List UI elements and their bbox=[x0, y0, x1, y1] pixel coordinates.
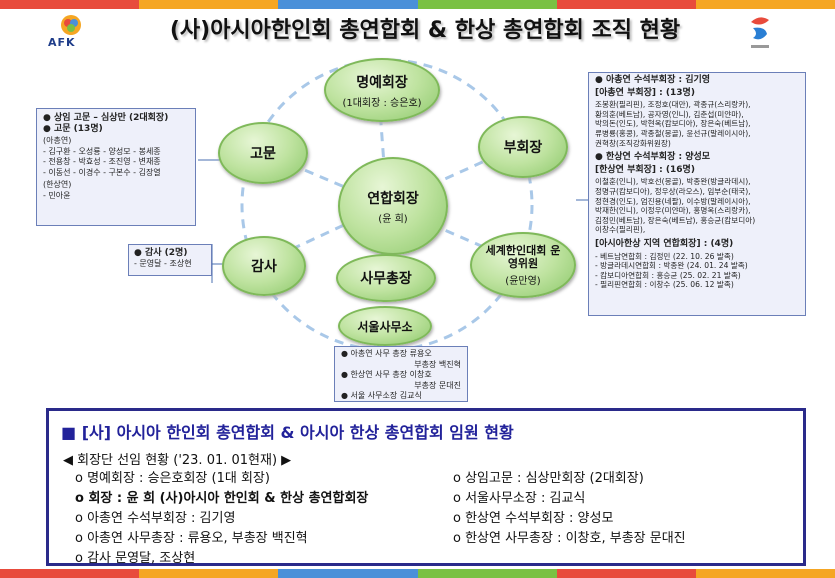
seoul-line: ● 서울 사무소장 김교식 bbox=[341, 391, 422, 400]
hsy-vp-row: 이철훈(인니), 박호선(몽골), 박종완(방글라데시), bbox=[595, 177, 751, 187]
seoul-line: 부총장 백진혁 bbox=[414, 359, 461, 369]
officer-line: o 서울사무소장 : 김교식 bbox=[453, 491, 586, 506]
advisors-line-1: ● 상임 고문 – 심상만 (2대회장) bbox=[43, 113, 169, 123]
advisors-group2-label: (한상연) bbox=[43, 180, 72, 189]
hsy-vp-row: 김정민(베트남), 장은숙(베트남), 홍승균(캄보디아) bbox=[595, 215, 756, 225]
advisors-group1-row: - 전용창 - 박효성 - 조진영 - 변재종 bbox=[43, 157, 161, 166]
node-committee-sub: (윤만영) bbox=[505, 275, 541, 287]
officers-subtitle: ◀ 회장단 선임 현황 ('23. 01. 01현재) ▶ bbox=[63, 453, 292, 468]
bottom-color-bar bbox=[0, 569, 835, 578]
hansang-logo-icon bbox=[751, 17, 769, 48]
officer-line: o 상임고문 : 심상만회장 (2대회장) bbox=[453, 471, 644, 486]
aco-vp-heading: [아총연 부회장] : (13명) bbox=[595, 87, 695, 98]
advisors-group1-label: (아총연) bbox=[43, 136, 72, 145]
regional-list: - 베트남연합회 : 김정민 (22. 10. 26 발족) - 방글라데시연합… bbox=[595, 252, 799, 290]
node-president-sub: (윤 희) bbox=[378, 213, 408, 225]
regional-row: - 베트남연합회 : 김정민 (22. 10. 26 발족) bbox=[595, 251, 734, 261]
page-title: (사)아시아한인회 총연합회 & 한상 총연합회 조직 현황 bbox=[169, 18, 681, 43]
node-advisor: 고문 bbox=[218, 122, 308, 184]
auditor-panel-line: - 문영달 - 조상현 bbox=[134, 258, 192, 268]
advisors-group2-row: - 민아윤 bbox=[43, 190, 71, 200]
regional-heading: [아시아한상 지역 연합회장] : (4명) bbox=[595, 238, 734, 249]
officer-line: o 명예회장 : 승은호회장 (1대 회장) bbox=[75, 471, 270, 486]
advisors-line-2: ● 고문 (13명) bbox=[43, 123, 103, 134]
seoul-line: ● 한상연 사무 총장 이창호 bbox=[341, 370, 432, 379]
hsy-vp-row: 정현경(인도), 엄진용(네팔), 이수방(말레이시아), bbox=[595, 196, 751, 206]
node-vice-title: 부회장 bbox=[503, 140, 543, 156]
regional-row: - 방글라데시연합회 : 박종완 (24. 01. 24 발족) bbox=[595, 261, 748, 271]
officer-line: o 감사 문영달, 조상현 bbox=[75, 551, 196, 566]
vice-presidents-panel: ● 아총연 수석부회장 : 김기영 [아총연 부회장] : (13명) 조봉환(… bbox=[588, 72, 806, 316]
hsy-senior-vp: ● 한상연 수석부회장 : 양성모 bbox=[595, 152, 711, 163]
hsy-vp-row: 박재한(인니), 이정우(미얀마), 홍명옥(스리랑카), bbox=[595, 206, 751, 216]
hsy-vp-heading: [한상연 부회장] : (16명) bbox=[595, 164, 695, 175]
node-secgen-title: 사무총장 bbox=[360, 271, 412, 287]
top-color-bar bbox=[0, 0, 835, 9]
advisors-group1-row: - 김구환 - 오성룡 - 양성모 - 봉세종 bbox=[43, 146, 161, 156]
aco-senior-vp: ● 아총연 수석부회장 : 김기영 bbox=[595, 75, 711, 85]
node-committee-title: 세계한인대회 운영위원 bbox=[485, 243, 561, 270]
seoul-line: 부총장 문대진 bbox=[414, 380, 461, 390]
aco-vp-row: 류병룡(홍콩), 곽종철(몽골), 윤선규(말레이시아), bbox=[595, 128, 751, 138]
node-seoul-title: 서울사무소 bbox=[357, 319, 413, 334]
advisors-group1-row: - 이동선 - 이경수 - 구본수 - 김장열 bbox=[43, 167, 161, 177]
aco-vp-row: 조봉환(필리핀), 조정호(대만), 곽종규(스리랑카), bbox=[595, 100, 751, 110]
aco-vp-row: 박의돈(인도), 박현옥(캄보디아), 장은숙(베트남), bbox=[595, 119, 751, 129]
officer-line: o 회장 : 윤 희 (사)아시아 한인회 & 한상 총연합회장 bbox=[75, 491, 369, 506]
node-auditor: 감사 bbox=[222, 236, 306, 296]
node-committee: 세계한인대회 운영위원 (윤만영) bbox=[470, 232, 576, 298]
officers-box: ■ [사] 아시아 한인회 총연합회 & 아시아 한상 총연합회 임원 현황 ◀… bbox=[46, 408, 806, 566]
aco-vp-names: 조봉환(필리핀), 조정호(대만), 곽종규(스리랑카), 황의훈(베트남), … bbox=[595, 100, 799, 148]
officer-line: o 한상연 수석부회장 : 양성모 bbox=[453, 511, 614, 526]
node-honorary-sub: (1대회장 : 승은호) bbox=[342, 97, 422, 109]
officer-line: o 아총연 수석부회장 : 김기영 bbox=[75, 511, 236, 526]
node-honorary-chair: 명예회장 (1대회장 : 승은호) bbox=[324, 58, 440, 122]
hsy-vp-row: 정명규(캄보디아), 정우상(라오스), 임부순(태국), bbox=[595, 186, 751, 196]
node-president-title: 연합회장 bbox=[367, 190, 419, 207]
node-auditor-title: 감사 bbox=[251, 259, 277, 275]
officer-line: o 한상연 사무총장 : 이창호, 부총장 문대진 bbox=[453, 531, 686, 546]
regional-row: - 캄보디아연합회 : 홍승균 (25. 02. 21 발족) bbox=[595, 270, 741, 280]
node-advisor-title: 고문 bbox=[250, 146, 276, 162]
afk-logo: AFK bbox=[40, 14, 110, 50]
node-seoul-office: 서울사무소 bbox=[338, 306, 432, 346]
auditor-panel-title: ● 감사 (2명) bbox=[134, 248, 188, 258]
regional-row: - 필리핀연합회 : 이창수 (25. 06. 12 발족) bbox=[595, 280, 734, 290]
seoul-line: ● 아총연 사무 총장 류용오 bbox=[341, 349, 432, 358]
aco-vp-row: 황의훈(베트남), 공자영(인니), 김춘섭(미얀마), bbox=[595, 109, 744, 119]
node-president: 연합회장 (윤 희) bbox=[338, 157, 448, 255]
auditor-panel: ● 감사 (2명) - 문영달 - 조상현 bbox=[128, 244, 212, 276]
hsy-vp-row: 이창수(필리핀), bbox=[595, 225, 646, 235]
node-honorary-title: 명예회장 bbox=[356, 74, 408, 91]
afk-logo-text: AFK bbox=[48, 36, 76, 49]
hsy-vp-names: 이철훈(인니), 박호선(몽골), 박종완(방글라데시), 정명규(캄보디아),… bbox=[595, 177, 799, 235]
aco-vp-row: 권혁창(조직강화위원장) bbox=[595, 138, 671, 148]
officer-line: o 아총연 사무총장 : 류용오, 부총장 백진혁 bbox=[75, 531, 308, 546]
node-vice-president: 부회장 bbox=[478, 116, 568, 178]
officers-title: ■ [사] 아시아 한인회 총연합회 & 아시아 한상 총연합회 임원 현황 bbox=[61, 423, 514, 442]
seoul-office-panel: ● 아총연 사무 총장 류용오 부총장 백진혁 ● 한상연 사무 총장 이창호 … bbox=[334, 346, 468, 402]
afk-emblem-icon bbox=[61, 15, 81, 35]
advisors-panel: ● 상임 고문 – 심상만 (2대회장) ● 고문 (13명) (아총연) - … bbox=[36, 108, 196, 226]
node-secretary-general: 사무총장 bbox=[336, 254, 436, 302]
